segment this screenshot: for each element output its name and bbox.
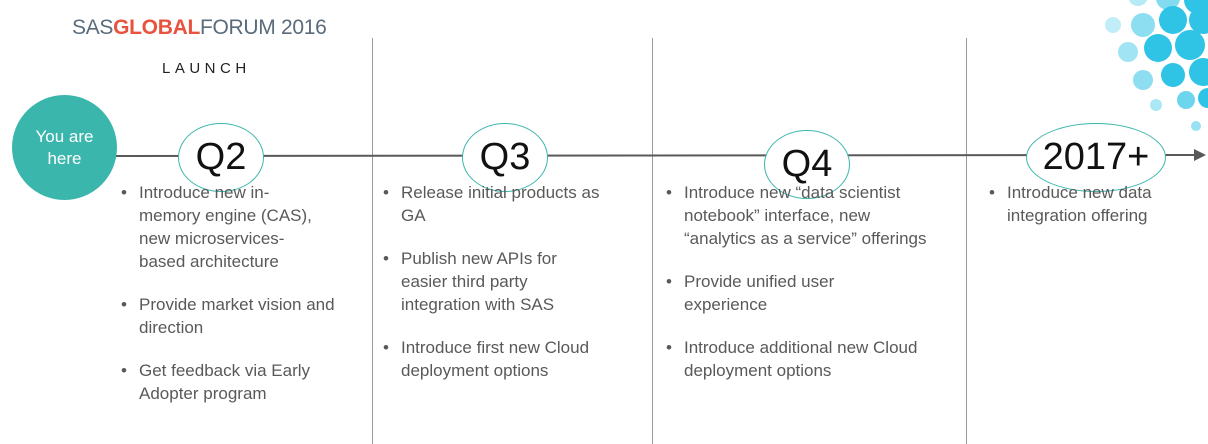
list-item: Provide market vision and direction <box>120 293 349 339</box>
divider-q4-2017 <box>966 38 967 444</box>
list-item: Publish new APIs for easier third party … <box>382 247 601 316</box>
list-item: Introduce first new Cloud deployment opt… <box>382 336 591 382</box>
list-item: Introduce new “data scientist notebook” … <box>665 181 945 250</box>
milestone-q4-label: Q4 <box>781 143 833 185</box>
q3-column: Release initial products as GA Publish n… <box>382 181 622 402</box>
milestone-q3-label: Q3 <box>479 136 531 178</box>
sas-global-forum-logo: SASGLOBALFORUM 2016 <box>72 16 327 40</box>
list-item: Release initial products as GA <box>382 181 611 227</box>
milestone-q2-label: Q2 <box>195 136 247 178</box>
logo-global-text: GLOBAL <box>113 16 200 39</box>
q4-column: Introduce new “data scientist notebook” … <box>665 181 945 402</box>
milestone-2017-label: 2017+ <box>1042 136 1150 178</box>
divider-q2-q3 <box>372 38 373 444</box>
you-are-here-marker: You are here <box>12 95 117 200</box>
list-item: Get feedback via Early Adopter program <box>120 359 352 405</box>
decorative-dots <box>1105 0 1208 131</box>
list-item: Introduce new data integration offering <box>988 181 1203 227</box>
logo-forum-text: FORUM 2016 <box>199 16 327 39</box>
list-item: Introduce additional new Cloud deploymen… <box>665 336 945 382</box>
list-item: Provide unified user experience <box>665 270 884 316</box>
logo-sas-text: SAS <box>72 16 114 39</box>
list-item: Introduce new in-memory engine (CAS), ne… <box>120 181 324 273</box>
q2-column: Introduce new in-memory engine (CAS), ne… <box>120 181 352 425</box>
2017-column: Introduce new data integration offering <box>988 181 1203 247</box>
divider-q3-q4 <box>652 38 653 444</box>
launch-label: LAUNCH <box>162 60 251 77</box>
